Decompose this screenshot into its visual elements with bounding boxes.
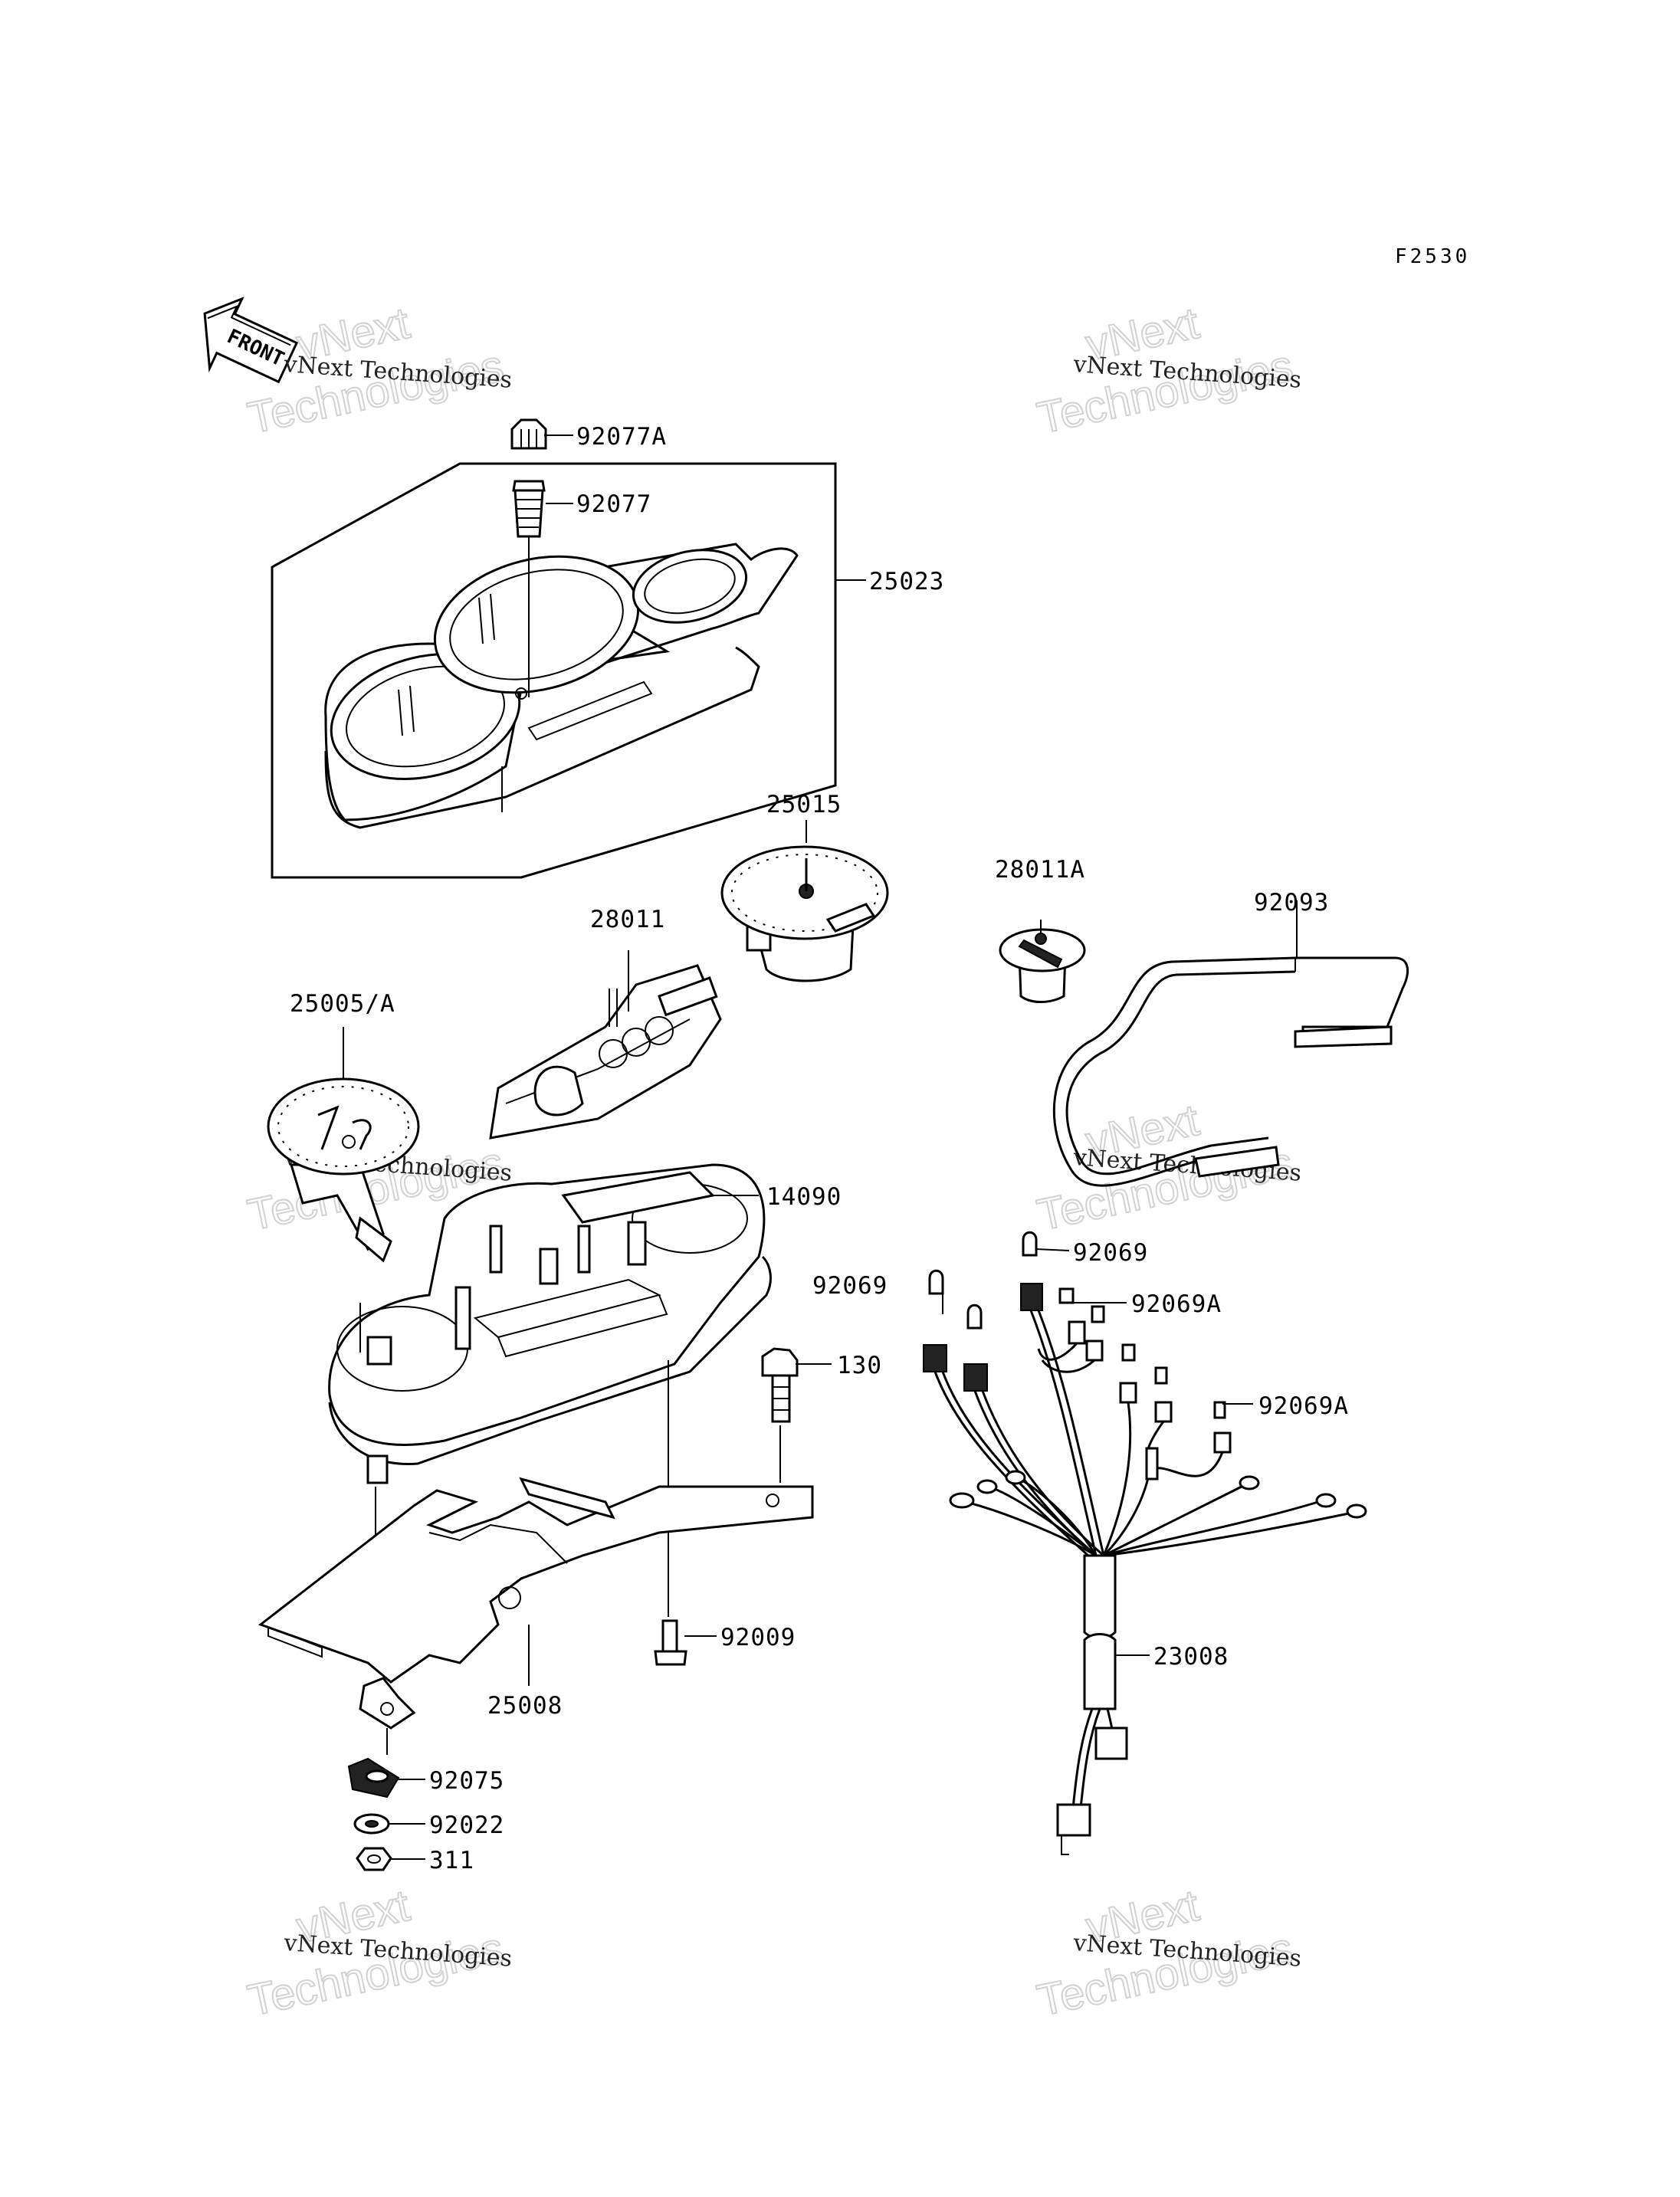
wire-harness xyxy=(923,1231,1367,1855)
stud-bolt xyxy=(512,480,546,697)
indicator-lamp-socket xyxy=(999,920,1086,1003)
leader-lines xyxy=(389,434,1298,1860)
figure-code: F2530 xyxy=(1395,245,1470,268)
label-28011: 28011 xyxy=(590,906,665,933)
hex-nut xyxy=(356,1847,392,1871)
label-92093: 92093 xyxy=(1254,889,1329,917)
label-14090: 14090 xyxy=(766,1183,842,1211)
label-92077A: 92077A xyxy=(576,423,667,451)
svg-text:Technologies: Technologies xyxy=(1033,341,1298,444)
label-92022: 92022 xyxy=(429,1812,504,1839)
label-92069-upper: 92069 xyxy=(1073,1239,1148,1267)
screw xyxy=(654,1619,687,1666)
label-25023: 25023 xyxy=(869,568,944,595)
label-92069A-lower: 92069A xyxy=(1258,1392,1349,1420)
label-311: 311 xyxy=(429,1847,474,1874)
meter-gasket xyxy=(1052,956,1409,1187)
washer xyxy=(353,1813,390,1835)
rubber-grommet xyxy=(347,1757,400,1799)
front-direction-arrow: FRONT xyxy=(203,297,299,384)
label-25008: 25008 xyxy=(487,1692,563,1720)
label-92075: 92075 xyxy=(429,1767,504,1795)
flange-bolt xyxy=(761,1347,799,1483)
cap-nut xyxy=(510,418,547,450)
label-25005A: 25005/A xyxy=(290,990,395,1018)
label-25015: 25015 xyxy=(766,791,842,818)
meter-cover-assembly xyxy=(271,462,837,879)
lamp-holder-strip xyxy=(489,950,722,1139)
label-28011A: 28011A xyxy=(995,856,1085,884)
label-92069A-upper: 92069A xyxy=(1131,1290,1222,1318)
label-130: 130 xyxy=(837,1352,882,1379)
label-92077: 92077 xyxy=(576,490,651,518)
label-23008: 23008 xyxy=(1153,1643,1229,1671)
meter-bracket xyxy=(258,1477,814,1755)
tachometer-unit xyxy=(720,820,889,982)
part-labels: 92077A 92077 25023 25015 28011A 92093 28… xyxy=(290,423,1349,1874)
label-92069-left: 92069 xyxy=(812,1272,888,1300)
speedometer-unit xyxy=(267,1027,420,1263)
label-92009: 92009 xyxy=(720,1624,796,1651)
